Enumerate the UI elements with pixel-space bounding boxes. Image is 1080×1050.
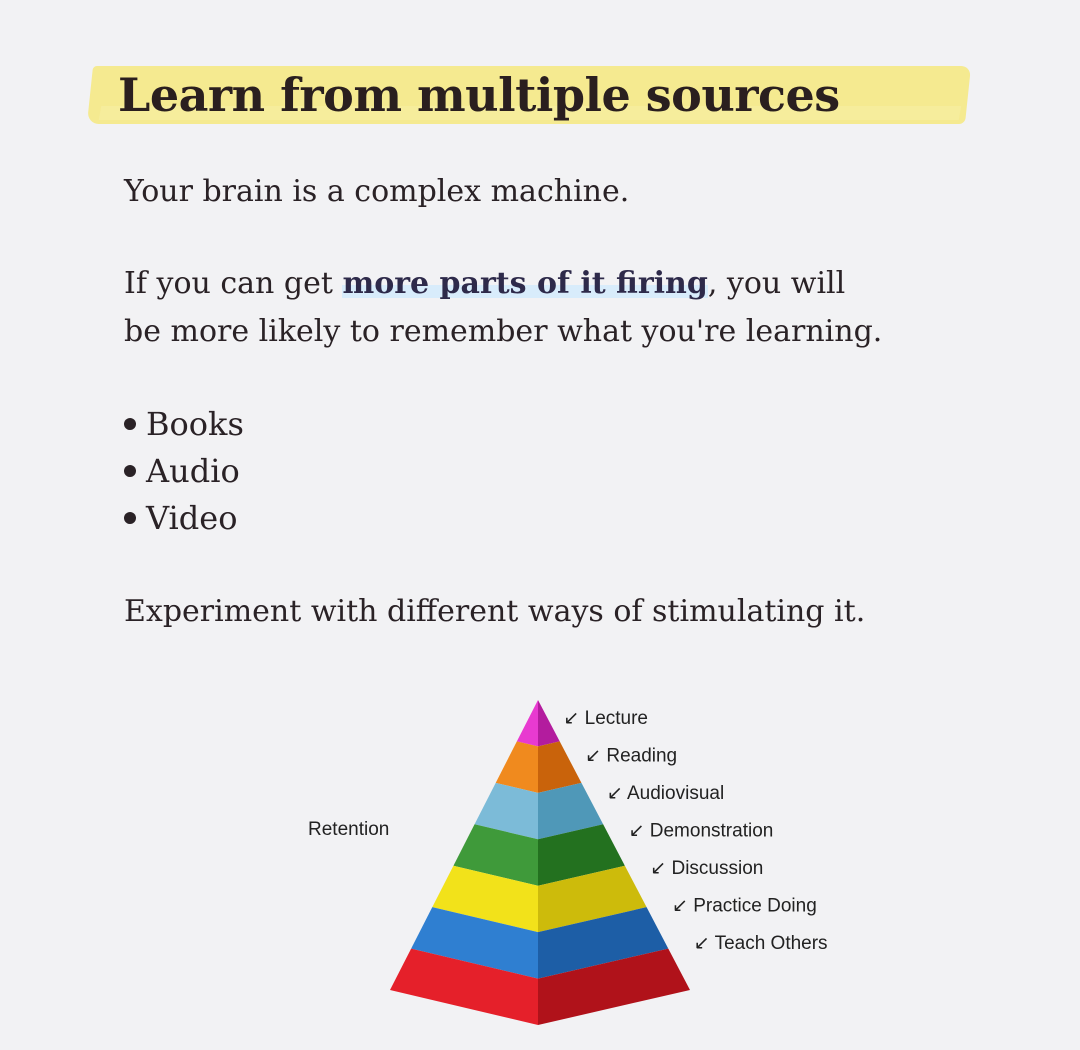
pyramid-level-demonstration <box>453 824 625 886</box>
body-text-line-1: If you can get more parts of it firing, … <box>124 266 845 301</box>
pyramid-face-right <box>538 824 625 886</box>
emphasized-phrase: more parts of it firing <box>342 266 708 301</box>
page-title: Learn from multiple sources <box>118 68 840 122</box>
pyramid-level-reading <box>495 741 582 793</box>
source-list: Books Audio Video <box>124 404 244 545</box>
pyramid-face-left <box>495 741 538 793</box>
closing-text: Experiment with different ways of stimul… <box>124 594 866 629</box>
arrow-down-left-icon: ↙ <box>650 858 671 879</box>
pyramid-level-audiovisual <box>474 782 604 840</box>
pyramid-label-practice-doing: ↙ Practice Doing <box>672 896 817 917</box>
pyramid-face-right <box>538 865 647 933</box>
arrow-down-left-icon: ↙ <box>694 933 715 954</box>
list-item: Books <box>124 404 244 451</box>
pyramid-face-left <box>474 782 538 840</box>
pyramid-label-reading: ↙ Reading <box>585 746 677 767</box>
pyramid-level-teach-others <box>390 948 690 1025</box>
pyramid-level-practice-doing <box>411 907 669 979</box>
title-block: Learn from multiple sources <box>86 62 972 132</box>
pyramid-face-right <box>538 948 690 1025</box>
pyramid-face-right <box>538 700 560 747</box>
body-text-after: , you will <box>707 266 846 301</box>
pyramid-face-left <box>432 865 538 933</box>
arrow-down-left-icon: ↙ <box>585 746 606 767</box>
pyramid-label-audiovisual: ↙ Audiovisual <box>607 783 724 804</box>
pyramid-face-left <box>390 948 538 1025</box>
list-item: Video <box>124 498 244 545</box>
list-item-label: Books <box>146 405 244 443</box>
pyramid-face-left <box>516 700 538 747</box>
retention-label: Retention <box>308 819 389 840</box>
body-text-before: If you can get <box>124 266 343 301</box>
bullet-icon <box>124 464 136 477</box>
learning-pyramid-diagram: Retention ↙ Lecture ↙ Reading ↙ Audiovisua… <box>308 700 828 1025</box>
pyramid-face-right <box>538 741 582 793</box>
pyramid-label-teach-others: ↙ Teach Others <box>694 933 828 954</box>
intro-text: Your brain is a complex machine. <box>124 174 630 209</box>
bullet-icon <box>124 511 136 524</box>
pyramid-level-discussion <box>432 865 647 933</box>
body-text-line-2: be more likely to remember what you're l… <box>124 314 883 349</box>
pyramid-face-left <box>411 907 538 979</box>
pyramid-face-right <box>538 782 604 840</box>
pyramid-face-left <box>453 824 538 886</box>
bullet-icon <box>124 417 136 430</box>
arrow-down-left-icon: ↙ <box>607 783 627 804</box>
pyramid-level-lecture <box>516 700 560 747</box>
arrow-down-left-icon: ↙ <box>563 708 584 729</box>
arrow-down-left-icon: ↙ <box>629 821 650 842</box>
list-item: Audio <box>124 451 244 498</box>
pyramid-label-demonstration: ↙ Demonstration <box>629 821 774 842</box>
pyramid-face-right <box>538 907 669 979</box>
list-item-label: Video <box>146 499 238 537</box>
pyramid-label-discussion: ↙ Discussion <box>650 858 763 879</box>
list-item-label: Audio <box>146 452 240 490</box>
arrow-down-left-icon: ↙ <box>672 896 693 917</box>
pyramid-label-lecture: ↙ Lecture <box>563 708 648 729</box>
